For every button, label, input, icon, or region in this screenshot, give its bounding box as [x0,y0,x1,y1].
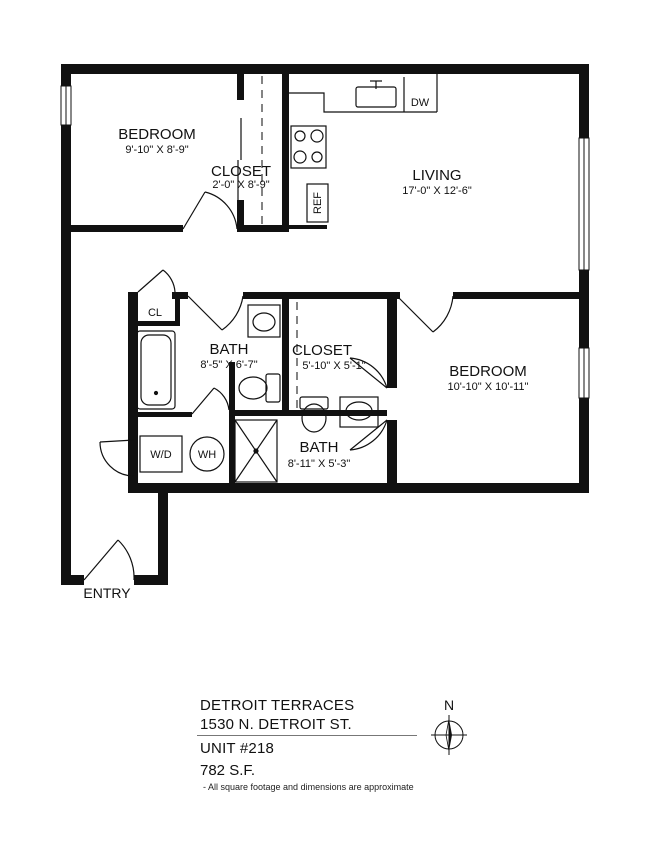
bedroom2-dims: 10'-10" X 10'-11" [448,381,529,393]
bath1-dims: 8'-5" X 6'-7" [200,359,257,371]
fridge-icon [306,183,329,223]
walls [61,64,589,585]
windows [60,85,590,399]
stove-icon [290,125,327,169]
kitchen [289,74,438,223]
bedroom1-name: BEDROOM [118,126,196,143]
closet1-dims: 2'-0" X 8'-9" [212,179,269,191]
doors [83,118,454,581]
compass: N [427,697,471,757]
bath2-name: BATH [300,439,339,456]
cl-label: CL [148,307,162,319]
living-name: LIVING [412,167,461,184]
toilet1-bowl-icon [238,376,268,400]
living-dims: 17'-0" X 12'-6" [402,185,472,197]
wd-label: W/D [150,449,171,461]
bedroom2-name: BEDROOM [449,363,527,380]
room-labels: BEDROOM 9'-10" X 8'-9" CLOSET 2'-0" X 8'… [118,126,528,470]
floor-plan: BEDROOM 9'-10" X 8'-9" CLOSET 2'-0" X 8'… [60,64,590,601]
closet2-dims: 5'-10" X 5'-1" [302,360,365,372]
unit-number: UNIT #218 [200,740,275,757]
closet-rods [261,76,298,408]
toilet2-tank-icon [299,396,329,410]
closet2-name: CLOSET [292,342,352,359]
closet1-name: CLOSET [211,163,271,180]
tub-icon [136,330,176,410]
washer-dryer-icon [139,435,183,473]
water-heater-icon [189,436,225,472]
bath2-dims: 8'-11" X 5'-3" [288,458,351,470]
shower-icon [234,419,278,483]
entry-label: ENTRY [83,585,131,601]
sink-icon [355,86,397,108]
toilet2-bowl-icon [301,403,327,433]
bedroom1-dims: 9'-10" X 8'-9" [125,144,188,156]
bath1-sink-icon [247,304,281,338]
toilet1-tank-icon [265,373,281,403]
bath1-name: BATH [210,341,249,358]
north-label: N [443,697,455,713]
disclaimer-note: - All square footage and dimensions are … [203,782,414,792]
dw-label: DW [411,97,430,109]
fixture-labels: DW REF CL W/D WH [148,97,430,461]
ref-label: REF [312,192,324,214]
compass-rose-icon [431,715,467,755]
bath2-sink-icon [339,396,379,428]
square-footage: 782 S.F. [200,762,256,779]
bath-fixtures [136,304,379,483]
wh-label: WH [198,449,216,461]
property-name: DETROIT TERRACES [200,697,355,714]
property-address: 1530 N. DETROIT ST. [200,716,352,733]
laundry [139,435,225,473]
divider-line [197,735,417,736]
